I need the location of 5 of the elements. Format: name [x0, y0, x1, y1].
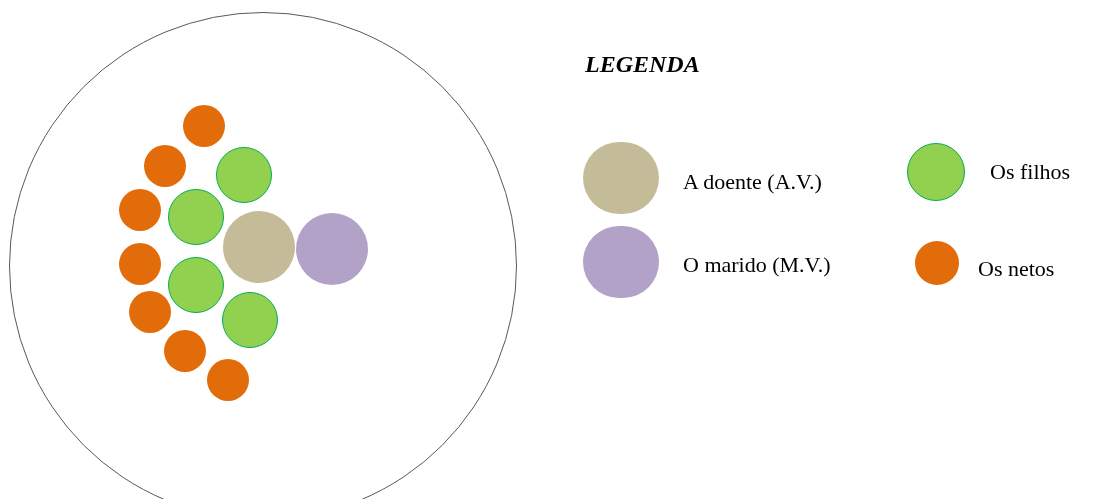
legend-text: A doente (A.V.) — [683, 171, 822, 193]
legend-text: O marido (M.V.) — [683, 254, 831, 276]
legend-heading: LEGENDA — [585, 52, 700, 76]
legend-text: Os netos — [978, 258, 1055, 280]
legend-text: Os filhos — [990, 161, 1071, 183]
